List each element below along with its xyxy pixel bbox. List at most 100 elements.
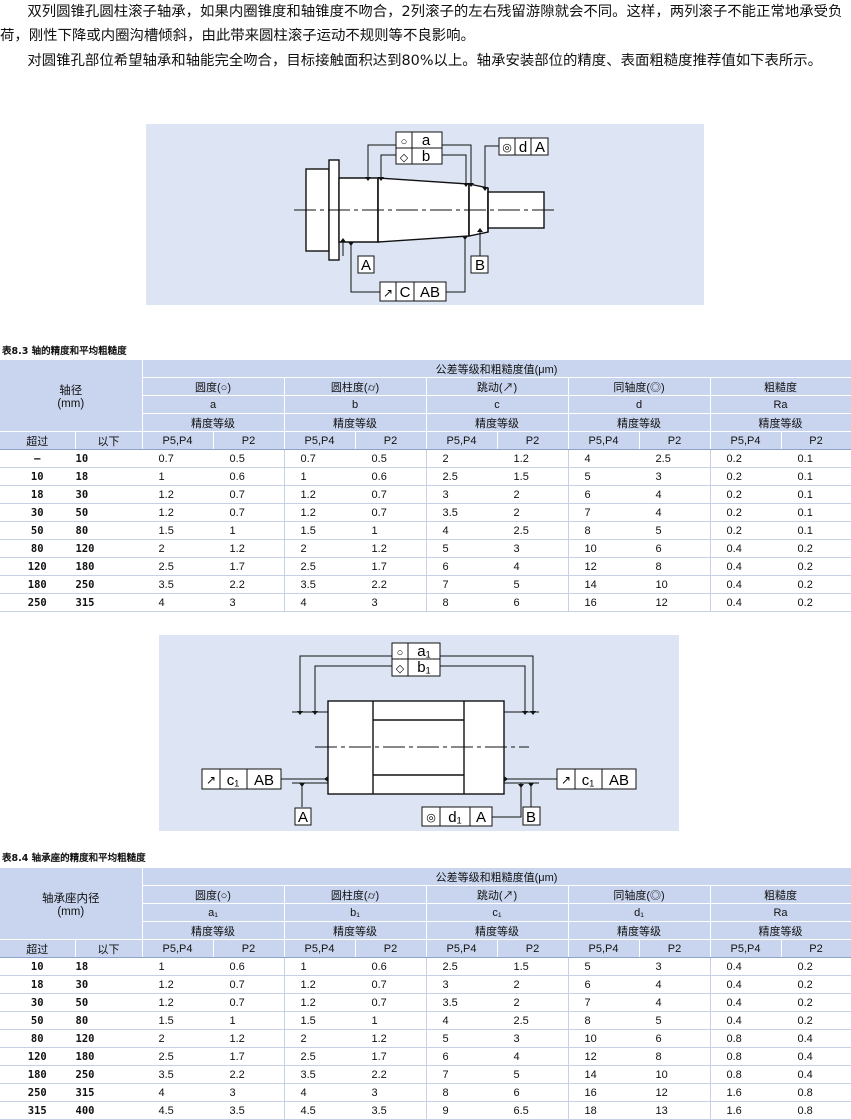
sub-header-cell: P5,P4 — [284, 939, 356, 958]
sub-header-cell: P2 — [781, 431, 851, 450]
value-cell: 7 — [426, 1065, 498, 1084]
tolerance-label: c₁ — [582, 772, 595, 789]
value-cell: 6 — [568, 485, 640, 504]
value-cell: 14 — [568, 1065, 640, 1084]
value-cell: 3 — [355, 593, 427, 612]
value-cell: 4 — [639, 975, 711, 994]
column-grades: 精度等级 精度等级 精度等级 精度等级 精度等级 — [0, 921, 851, 940]
range-over-cell: 180 — [0, 575, 76, 594]
value-cell: 0.7 — [355, 975, 427, 994]
sub-header-cell: P2 — [355, 939, 427, 958]
sub-header-cell: P2 — [497, 431, 569, 450]
range-over-cell: 120 — [0, 1047, 76, 1066]
value-cell: 0.7 — [213, 503, 285, 522]
value-cell: 2 — [497, 975, 569, 994]
value-cell: 1.2 — [142, 993, 214, 1012]
value-cell: 8 — [568, 1011, 640, 1030]
value-cell: 1.6 — [710, 1083, 782, 1102]
value-cell: 1 — [355, 1011, 427, 1030]
value-cell: 0.7 — [355, 503, 427, 522]
value-cell: 0.5 — [213, 449, 285, 468]
value-cell: 10 — [568, 539, 640, 558]
value-cell: 3.5 — [142, 575, 214, 594]
value-cell: 8 — [426, 1083, 498, 1102]
value-cell: 4 — [426, 1011, 498, 1030]
value-cell: 1.2 — [355, 539, 427, 558]
roundness-symbol: ○ — [397, 647, 404, 659]
group-header: 公差等级和粗糙度值(μm) — [142, 360, 851, 378]
row-header: 轴承座内径(mm) — [0, 868, 143, 940]
value-cell: 10 — [568, 1029, 640, 1048]
value-cell: 5 — [426, 539, 498, 558]
value-cell: 2 — [142, 539, 214, 558]
value-cell: 6 — [497, 593, 569, 612]
value-cell: 1.7 — [355, 557, 427, 576]
shaft-accuracy-table: 轴径(mm) 公差等级和粗糙度值(μm) 圆度(○) 圆柱度(⌭) 跳动(↗) … — [0, 360, 851, 612]
datum-ref-label: AB — [609, 772, 629, 789]
sub-header-cell: 超过 — [0, 431, 76, 450]
range-over-cell: 30 — [0, 503, 76, 522]
value-cell: 0.4 — [710, 957, 782, 976]
value-cell: 12 — [568, 1047, 640, 1066]
housing-accuracy-table: 轴承座内径(mm) 公差等级和粗糙度值(μm) 圆度(○) 圆柱度(⌭) 跳动(… — [0, 868, 851, 1120]
value-cell: 7 — [568, 503, 640, 522]
runout-symbol: ↗ — [206, 773, 216, 787]
range-over-cell: 80 — [0, 1029, 76, 1048]
value-cell: 7 — [568, 993, 640, 1012]
value-cell: 4 — [426, 521, 498, 540]
value-cell: 1.7 — [355, 1047, 427, 1066]
range-upto-cell: 30 — [75, 975, 143, 994]
value-cell: 2.5 — [142, 1047, 214, 1066]
range-over-cell: 18 — [0, 485, 76, 504]
housing-drawing: ○ a₁ ◇ b₁ ↗ c₁ AB ↗ c₁ AB ◎ d₁ A A B — [201, 642, 637, 827]
range-over-cell: 10 — [0, 467, 76, 486]
value-cell: 1.7 — [213, 1047, 285, 1066]
value-cell: 0.2 — [781, 975, 851, 994]
value-cell: 1.6 — [710, 1101, 782, 1120]
value-cell: 3.5 — [284, 1065, 356, 1084]
value-cell: 3 — [639, 467, 711, 486]
value-cell: 2.2 — [213, 575, 285, 594]
sub-header-cell: P5,P4 — [142, 431, 214, 450]
coaxiality-symbol: ◎ — [502, 142, 512, 154]
value-cell: 16 — [568, 593, 640, 612]
value-cell: 0.4 — [710, 993, 782, 1012]
value-cell: 0.8 — [781, 1083, 851, 1102]
tolerance-label: d — [519, 139, 527, 156]
value-cell: 6 — [568, 975, 640, 994]
value-cell: 0.4 — [710, 575, 782, 594]
value-cell: 4 — [639, 485, 711, 504]
sub-header-cell: P5,P4 — [568, 939, 640, 958]
value-cell: 8 — [426, 593, 498, 612]
value-cell: 2.5 — [284, 557, 356, 576]
value-cell: 0.1 — [781, 467, 851, 486]
value-cell: 0.1 — [781, 521, 851, 540]
range-over-cell: 30 — [0, 993, 76, 1012]
value-cell: 2.2 — [355, 575, 427, 594]
range-upto-cell: 80 — [75, 1011, 143, 1030]
range-over-cell: 80 — [0, 539, 76, 558]
value-cell: 1.2 — [284, 485, 356, 504]
value-cell: 2.5 — [284, 1047, 356, 1066]
value-cell: 3.5 — [284, 575, 356, 594]
value-cell: 3 — [426, 975, 498, 994]
value-cell: 8 — [568, 521, 640, 540]
sub-header-cell: P5,P4 — [426, 939, 498, 958]
value-cell: 0.4 — [781, 1065, 851, 1084]
value-cell: 6 — [426, 557, 498, 576]
value-cell: 2.2 — [355, 1065, 427, 1084]
tolerance-label: c₁ — [227, 772, 240, 789]
housing-tolerance-figure: ○ a₁ ◇ b₁ ↗ c₁ AB ↗ c₁ AB ◎ d₁ A A B — [159, 635, 679, 831]
value-cell: 2.5 — [639, 449, 711, 468]
value-cell: 1.5 — [142, 1011, 214, 1030]
